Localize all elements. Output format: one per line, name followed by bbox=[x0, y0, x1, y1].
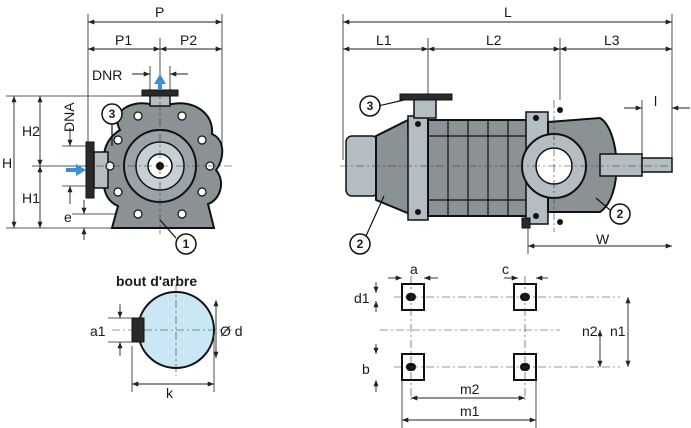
label-W: W bbox=[596, 231, 610, 247]
label-n1: n1 bbox=[610, 323, 626, 339]
svg-text:2: 2 bbox=[617, 207, 624, 221]
label-L3: L3 bbox=[604, 32, 620, 48]
svg-text:3: 3 bbox=[367, 99, 374, 113]
callout-2-left: 2 bbox=[349, 195, 385, 255]
label-L1: L1 bbox=[376, 32, 392, 48]
label-L: L bbox=[504, 4, 512, 20]
foot-holes-view bbox=[373, 275, 631, 428]
label-m1: m1 bbox=[460, 403, 480, 419]
svg-text:3: 3 bbox=[109, 107, 116, 121]
label-n2: n2 bbox=[582, 323, 598, 339]
svg-text:2: 2 bbox=[357, 237, 364, 251]
label-k: k bbox=[166, 385, 174, 401]
label-e: e bbox=[64, 209, 72, 225]
label-a1: a1 bbox=[90, 323, 106, 339]
side-view bbox=[340, 14, 690, 254]
label-P: P bbox=[155, 4, 164, 20]
label-P2: P2 bbox=[180, 32, 197, 48]
label-d: Ø d bbox=[220, 323, 243, 339]
front-view bbox=[6, 14, 232, 240]
label-c: c bbox=[502, 261, 509, 277]
callout-2-right: 2 bbox=[595, 197, 631, 225]
label-a: a bbox=[410, 261, 418, 277]
shaft-end-title: bout d'arbre bbox=[116, 273, 197, 289]
callout-3-right: 3 bbox=[359, 95, 405, 117]
label-P1: P1 bbox=[115, 32, 132, 48]
shaft-end-view bbox=[108, 284, 236, 392]
label-H1: H1 bbox=[22, 190, 40, 206]
label-DNR: DNR bbox=[92, 67, 122, 83]
svg-text:1: 1 bbox=[183, 237, 190, 251]
label-H: H bbox=[2, 155, 12, 171]
label-m2: m2 bbox=[460, 381, 480, 397]
label-l: l bbox=[654, 93, 657, 109]
label-d1: d1 bbox=[354, 290, 370, 306]
callout-1: 1 bbox=[159, 219, 197, 255]
inlet-arrow-icon bbox=[66, 164, 86, 176]
label-L2: L2 bbox=[486, 32, 502, 48]
callout-3-left: 3 bbox=[101, 103, 123, 146]
label-b: b bbox=[362, 361, 370, 377]
label-DNA: DNA bbox=[61, 102, 77, 132]
label-H2: H2 bbox=[22, 123, 40, 139]
flow-arrow-icon bbox=[154, 74, 166, 90]
